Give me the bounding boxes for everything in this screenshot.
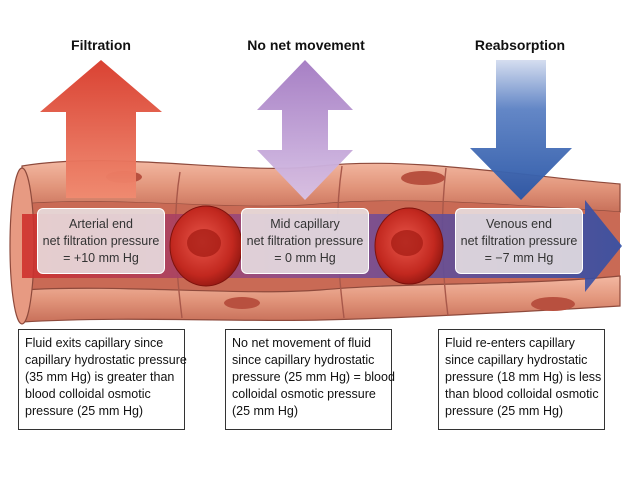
pressure-line: Mid capillary xyxy=(270,216,340,231)
filtration-description: Fluid exits capillary since capillary hy… xyxy=(18,329,187,430)
pressure-line: = −7 mm Hg xyxy=(484,250,554,265)
description-line: pressure (25 mm Hg) xyxy=(445,404,564,418)
no-net-movement-arrow xyxy=(257,60,353,200)
filtration-heading: Filtration xyxy=(71,37,131,53)
reabsorption-description: Fluid re-enters capillary since capillar… xyxy=(438,329,605,430)
description-line: capillary hydrostatic pressure xyxy=(25,353,187,367)
filtration-arrow xyxy=(40,60,162,198)
no-net-movement-heading: No net movement xyxy=(247,37,365,53)
reabsorption-arrow xyxy=(470,60,572,200)
pressure-line: = +10 mm Hg xyxy=(63,250,139,265)
red-blood-cell xyxy=(169,205,243,287)
description-line: blood colloidal osmotic xyxy=(25,387,151,401)
pressure-line: net filtration pressure xyxy=(246,233,364,248)
nucleus xyxy=(531,297,575,311)
red-blood-cell xyxy=(374,207,444,285)
description-line: No net movement of fluid xyxy=(232,336,371,350)
description-line: colloidal osmotic pressure xyxy=(232,387,376,401)
description-line: pressure (25 mm Hg) = blood xyxy=(232,370,395,384)
reabsorption-heading: Reabsorption xyxy=(474,37,566,53)
pressure-line: Arterial end xyxy=(69,216,133,231)
description-line: pressure (18 mm Hg) is less xyxy=(445,370,602,384)
description-line: Fluid exits capillary since xyxy=(25,336,164,350)
vessel-bottom-wall xyxy=(21,275,621,323)
arterial-end-pressure-box: Arterial end net filtration pressure = +… xyxy=(37,208,165,274)
description-line: (25 mm Hg) xyxy=(232,404,298,418)
description-line: than blood colloidal osmotic xyxy=(445,387,599,401)
no-net-movement-description: No net movement of fluid since capillary… xyxy=(225,329,395,430)
pressure-line: = 0 mm Hg xyxy=(274,250,336,265)
mid-capillary-pressure-box: Mid capillary net filtration pressure = … xyxy=(241,208,369,274)
pressure-line: net filtration pressure xyxy=(460,233,578,248)
description-line: (35 mm Hg) is greater than xyxy=(25,370,175,384)
description-line: since capillary hydrostatic xyxy=(445,353,588,367)
description-line: since capillary hydrostatic xyxy=(232,353,375,367)
pressure-line: Venous end xyxy=(485,216,553,231)
nucleus xyxy=(224,297,260,309)
nucleus xyxy=(401,171,445,185)
pressure-line: net filtration pressure xyxy=(42,233,160,248)
description-line: Fluid re-enters capillary xyxy=(445,336,575,350)
description-line: pressure (25 mm Hg) xyxy=(25,404,144,418)
venous-end-pressure-box: Venous end net filtration pressure = −7 … xyxy=(455,208,583,274)
